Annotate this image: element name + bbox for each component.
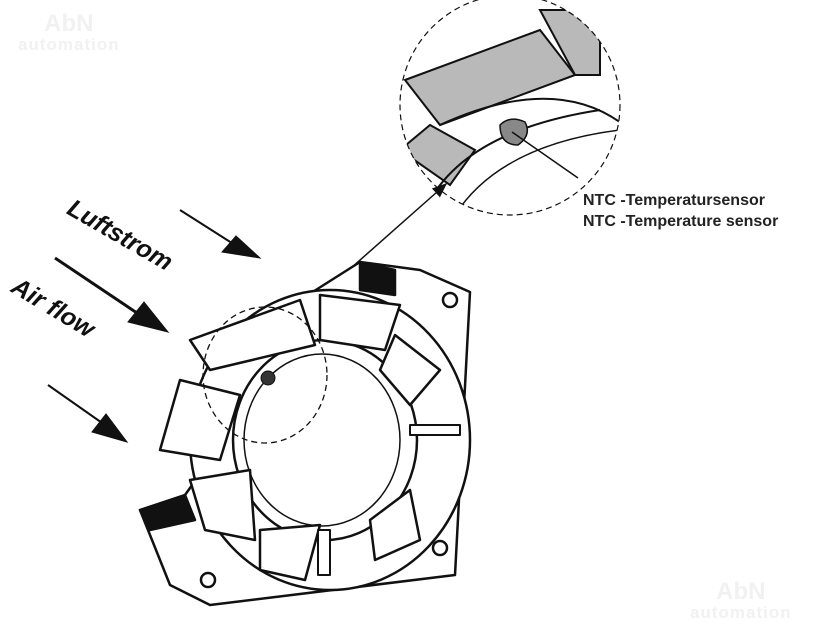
watermark-brand: AbN [716, 578, 766, 605]
sensor-inset [400, 0, 620, 215]
fan-body [138, 260, 472, 607]
sensor-label-en: NTC -Temperature sensor [583, 213, 779, 230]
airflow-arrows [47, 209, 262, 443]
watermark-bottom: AbN automation [690, 578, 792, 622]
sensor-label-de: NTC -Temperatursensor [583, 192, 765, 209]
watermark-sub: automation [690, 603, 792, 622]
watermark-brand: AbN [44, 10, 94, 37]
ntc-sensor-mark [260, 370, 276, 386]
watermark-top: AbN automation [18, 10, 120, 54]
watermark-sub: automation [18, 35, 120, 54]
